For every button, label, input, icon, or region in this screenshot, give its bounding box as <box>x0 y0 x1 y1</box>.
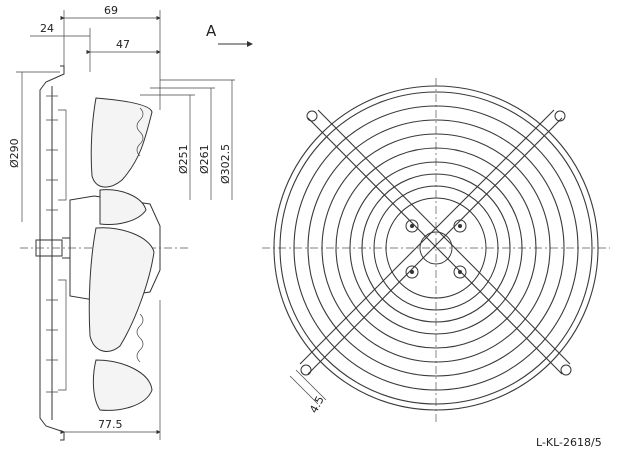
blade-lower <box>88 227 155 352</box>
blade-bottom <box>92 359 153 411</box>
guard-ring <box>307 119 565 377</box>
strut-end-bl <box>300 364 312 376</box>
hub-center <box>419 231 453 265</box>
strut-end-tl <box>306 110 318 122</box>
guard-rings <box>273 85 599 411</box>
side-view: 69 24 47 77.5 A Ø290 Ø251 Ø261 Ø302.5 <box>8 4 253 441</box>
mount-hole-tr-dot <box>458 224 462 228</box>
dim-label-290: Ø290 <box>8 138 21 168</box>
guard-ring <box>293 105 579 391</box>
dim-line-4-5 <box>289 375 319 405</box>
blade-serration <box>136 107 144 363</box>
front-view: 4.5 <box>262 78 610 424</box>
mount-hole-tr <box>453 219 467 233</box>
guard-ring <box>361 173 511 323</box>
strut-end-tr <box>554 110 566 122</box>
hub-outer <box>373 185 499 311</box>
dim-label-251: Ø251 <box>177 144 190 174</box>
guard-ring <box>279 91 593 405</box>
view-marker: A <box>206 22 217 40</box>
dim-label-47: 47 <box>116 38 130 51</box>
guard-rings-side <box>46 95 58 393</box>
ext-line-4-5 <box>295 369 327 401</box>
dim-label-4-5: 4.5 <box>307 394 327 416</box>
blade-upper <box>90 97 153 188</box>
mount-hole-br <box>453 265 467 279</box>
mount-hole-tl <box>405 219 419 233</box>
guard-ring <box>321 133 551 363</box>
mount-hole-tl-dot <box>410 224 414 228</box>
dim-label-261: Ø261 <box>198 144 211 174</box>
guard-struts-side <box>58 109 67 391</box>
guard-struts <box>299 109 572 376</box>
dim-label-77-5: 77.5 <box>98 418 123 431</box>
mount-hole-bl <box>405 265 419 279</box>
blade-upper-mid <box>99 189 147 225</box>
drawing-code: L-KL-2618/5 <box>536 436 602 449</box>
dim-label-302-5: Ø302.5 <box>219 144 232 184</box>
strut-end-br <box>560 364 572 376</box>
guard-side-profile <box>39 65 65 441</box>
hub-ring <box>385 197 487 299</box>
dim-label-69: 69 <box>104 4 118 17</box>
mount-hole-br-dot <box>458 270 462 274</box>
strut-diagonal-b <box>299 109 563 375</box>
mount-hole-bl-dot <box>410 270 414 274</box>
guard-ring <box>335 147 537 349</box>
guard-ring <box>273 85 599 411</box>
dim-label-24: 24 <box>40 22 54 35</box>
guard-ring <box>349 161 523 335</box>
